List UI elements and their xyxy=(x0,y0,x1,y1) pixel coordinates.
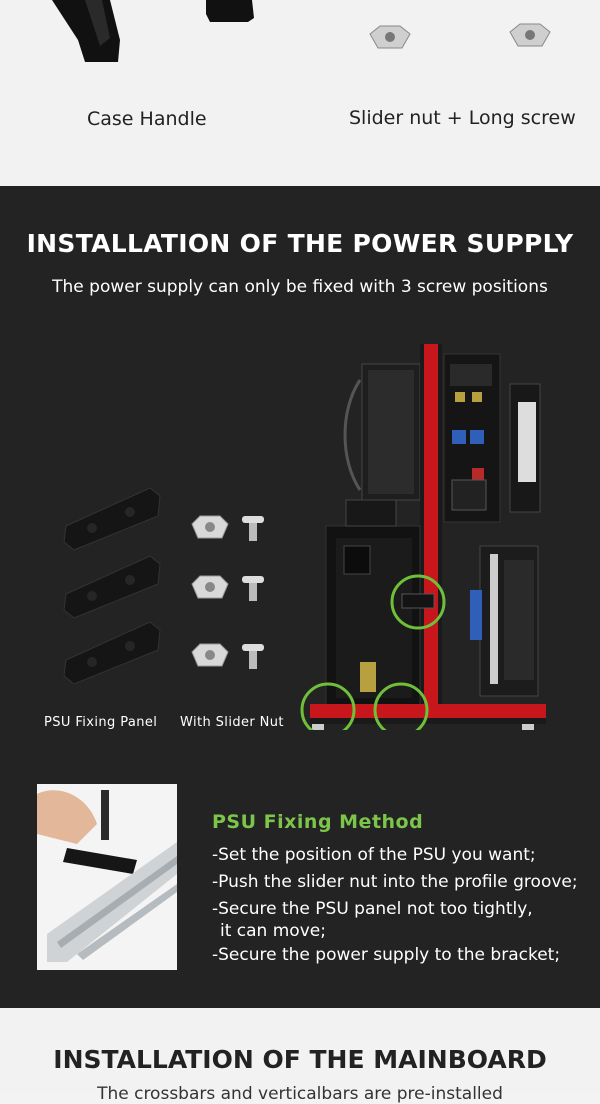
method-step-2: -Push the slider nut into the profile gr… xyxy=(212,872,578,892)
with-slider-nut-caption: With Slider Nut xyxy=(180,715,284,730)
method-step-1: -Set the position of the PSU you want; xyxy=(212,845,536,865)
mainboard-section-title: INSTALLATION OF THE MAINBOARD xyxy=(53,1045,547,1074)
psu-fixing-panel-caption: PSU Fixing Panel xyxy=(44,715,158,730)
accessories-section: Case Handle Slider nut + Long screw xyxy=(0,0,600,186)
method-step-4: -Secure the power supply to the bracket; xyxy=(212,945,561,965)
psu-fixing-method-title: PSU Fixing Method xyxy=(212,811,424,833)
psu-installation-section: INSTALLATION OF THE POWER SUPPLY The pow… xyxy=(0,186,600,1008)
method-step-3: -Secure the PSU panel not too tightly, xyxy=(212,899,533,919)
slider-nuts-screws-image xyxy=(191,515,264,669)
psu-section-subtitle: The power supply can only be fixed with … xyxy=(52,277,548,297)
psu-fixing-method-photo xyxy=(37,784,177,970)
slider-nut-caption: Slider nut + Long screw xyxy=(349,107,576,129)
case-handle-caption: Case Handle xyxy=(87,108,207,130)
slider-nut-image xyxy=(369,23,551,49)
mainboard-installation-section: INSTALLATION OF THE MAINBOARD The crossb… xyxy=(0,1008,600,1104)
case-handle-image xyxy=(52,0,254,62)
psu-section-title: INSTALLATION OF THE POWER SUPPLY xyxy=(26,229,574,258)
assembled-case-image xyxy=(300,344,546,730)
mainboard-section-subtitle: The crossbars and verticalbars are pre-i… xyxy=(97,1084,503,1104)
method-step-3-continued: it can move; xyxy=(220,921,326,941)
psu-fixing-panels-image xyxy=(63,487,161,684)
